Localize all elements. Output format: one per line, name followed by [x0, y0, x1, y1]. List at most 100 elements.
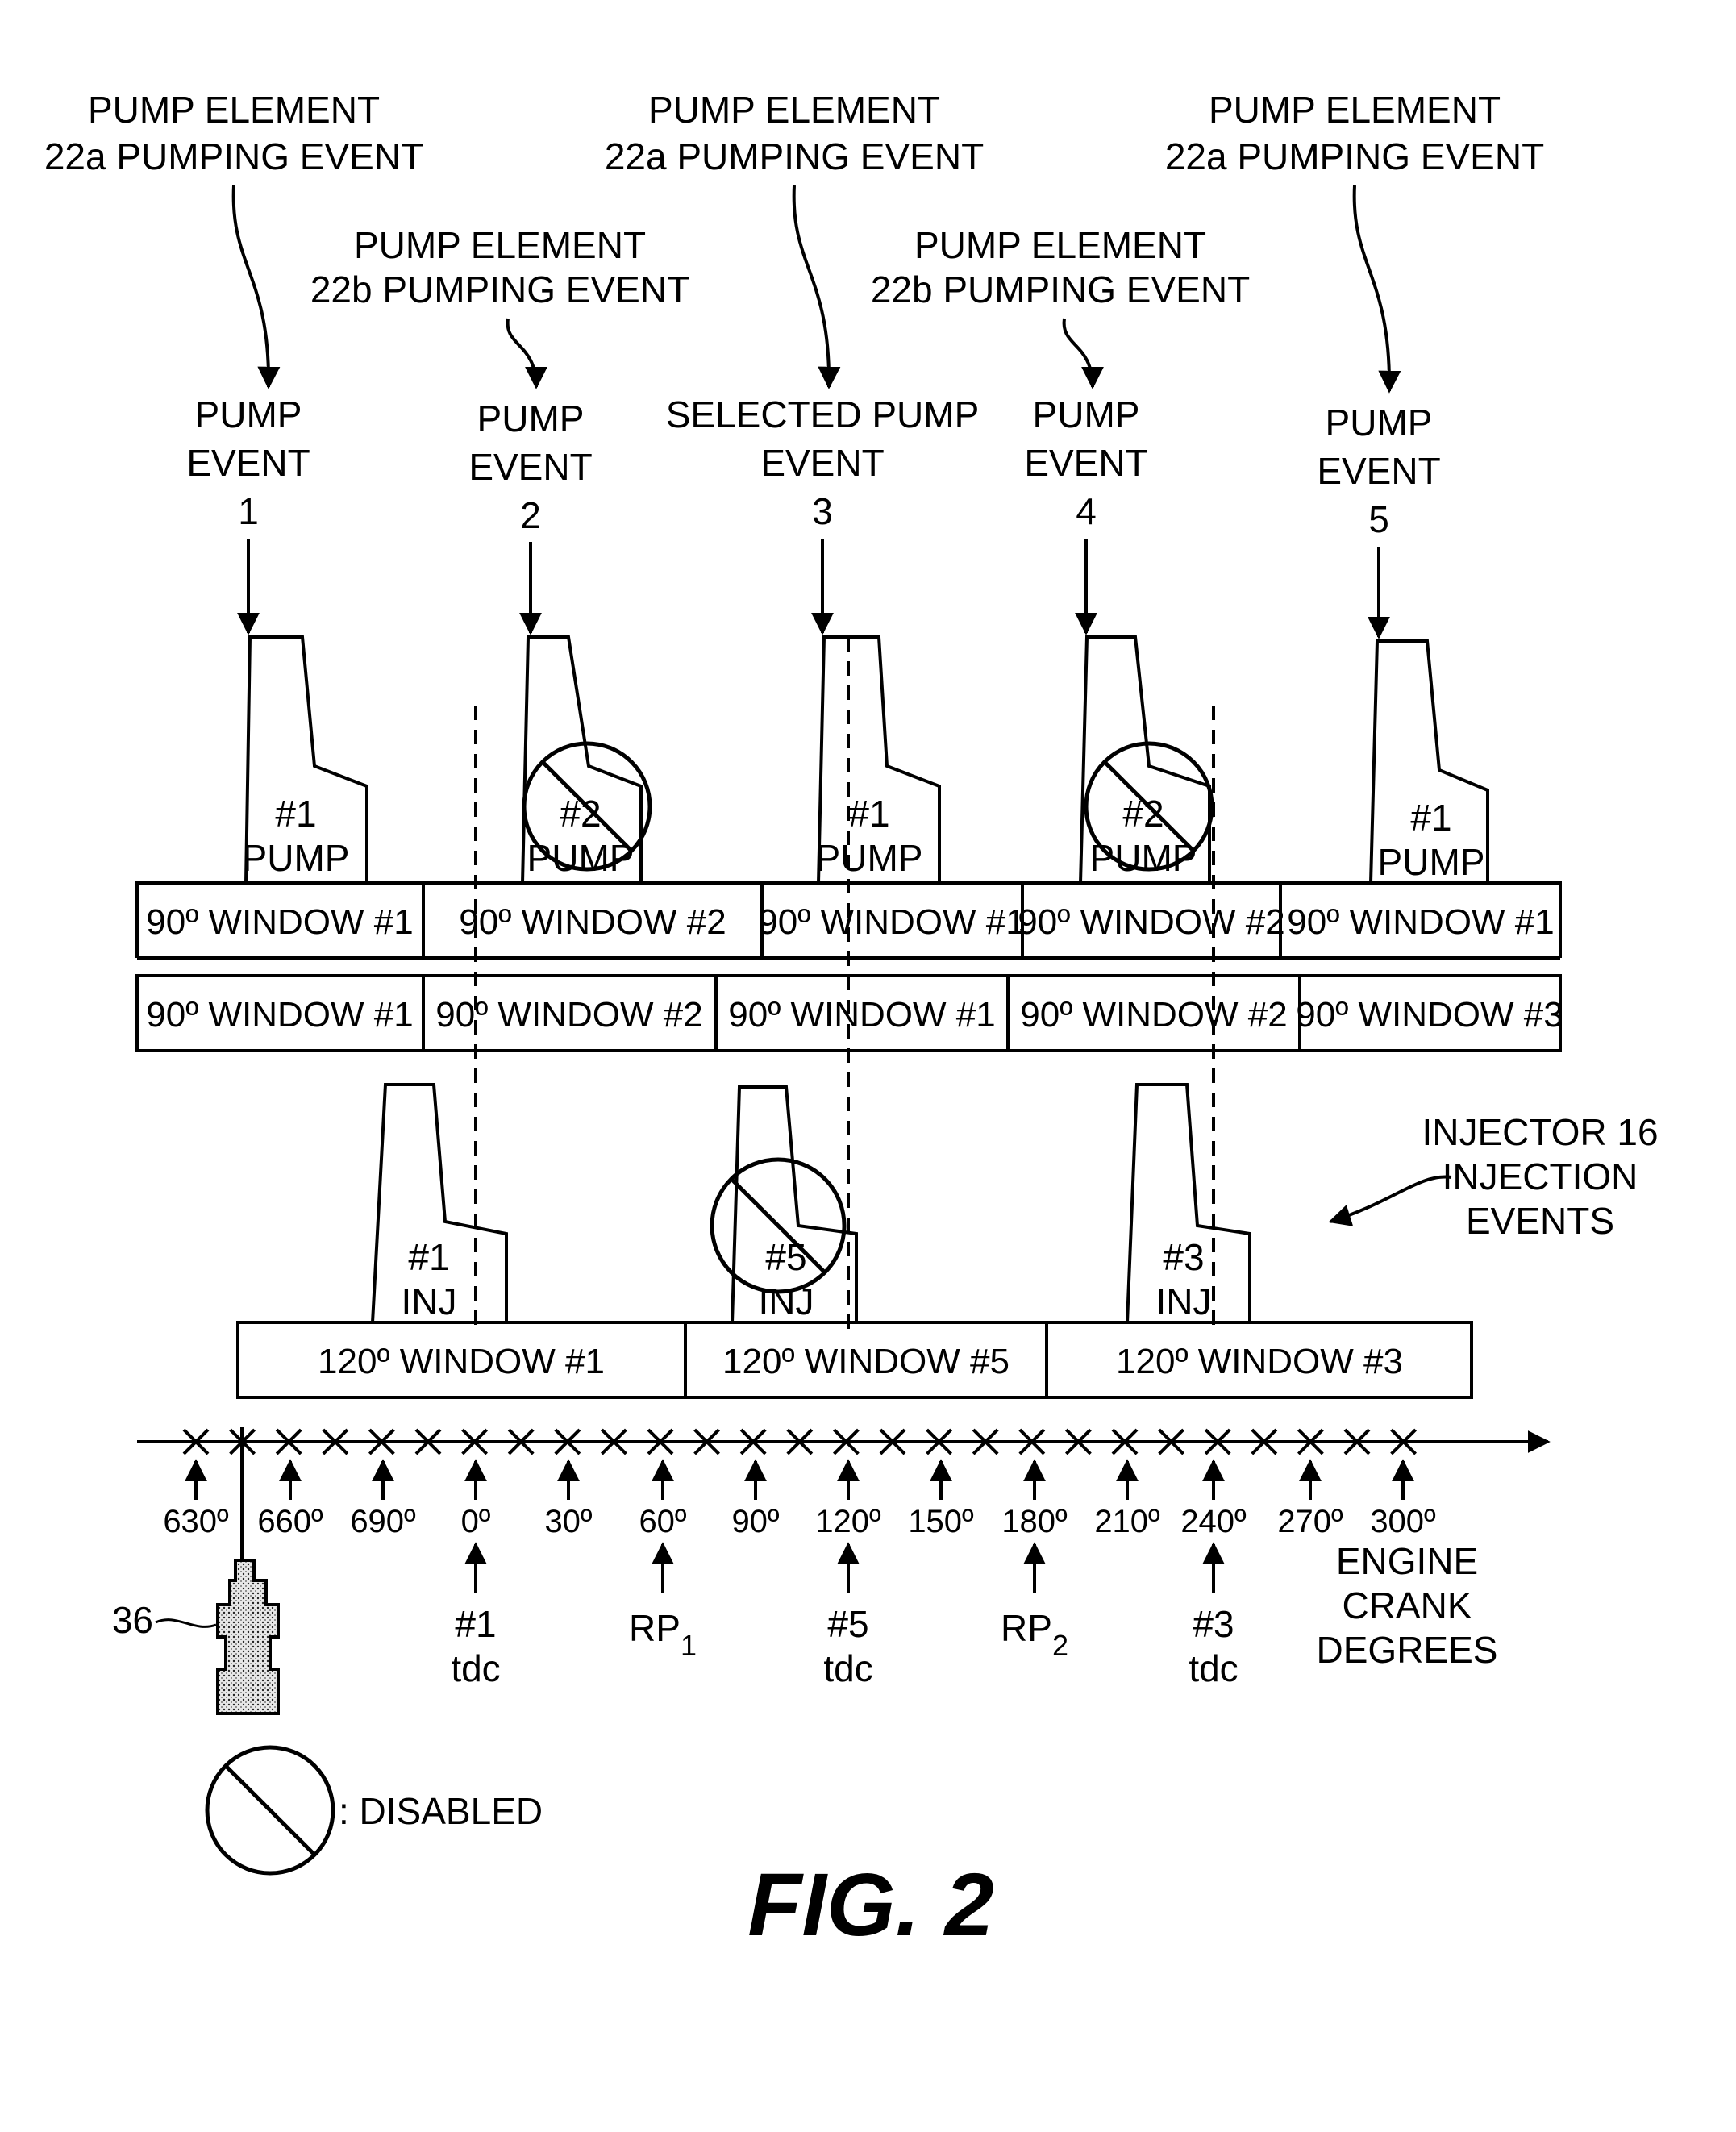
crank-tick-90: 90º: [731, 1504, 779, 1539]
crank-tick-690: 690º: [350, 1504, 416, 1539]
crank-tick-180: 180º: [1001, 1504, 1068, 1539]
axis-event-1-line1: #1: [455, 1603, 496, 1645]
window-row-3-cell-3: 120º WINDOW #3: [1116, 1342, 1403, 1381]
crank-tick-120: 120º: [815, 1504, 881, 1539]
pump-event-5-line2: EVENT: [1317, 450, 1440, 492]
crank-tick-30: 30º: [544, 1504, 592, 1539]
injector-label: INJECTOR 16 INJECTION EVENTS: [1422, 1111, 1658, 1242]
window-row-1-cell-1: 90º WINDOW #1: [146, 902, 413, 942]
pump-event-3-line1: SELECTED PUMP: [666, 394, 980, 435]
injector-label-line3: EVENTS: [1466, 1200, 1614, 1242]
axis-event-3-line2: tdc: [1189, 1647, 1238, 1689]
pump-element-label-3-line2: 22a PUMPING EVENT: [605, 135, 984, 177]
axis-event-rp1-main: RP: [629, 1607, 681, 1649]
axis-event-arrows: [476, 1544, 1214, 1593]
pump-event-2-line2: EVENT: [468, 446, 592, 488]
injection-pulse-2-line1: #5: [765, 1236, 806, 1278]
pump-element-label-5-line2: 22a PUMPING EVENT: [1165, 135, 1544, 177]
sensor-ref-label: 36: [112, 1599, 153, 1641]
crank-tick-270: 270º: [1277, 1504, 1343, 1539]
pump-element-label-2-line1: PUMP ELEMENT: [354, 224, 646, 266]
axis-title-line1: ENGINE: [1336, 1540, 1478, 1582]
window-row-2-cell-4: 90º WINDOW #2: [1020, 995, 1287, 1035]
crank-tick-210: 210º: [1094, 1504, 1160, 1539]
pump-pulse-5-line2: PUMP: [1378, 841, 1485, 883]
connector-arrow-5: [1355, 185, 1389, 391]
crank-tick-630: 630º: [163, 1504, 229, 1539]
axis-event-rp2: RP2: [1001, 1607, 1068, 1662]
pump-event-2-number: 2: [520, 494, 541, 536]
pump-pulse-1-line2: PUMP: [243, 837, 350, 879]
axis-event-5-line2: tdc: [823, 1647, 872, 1689]
pump-element-label-4-line2: 22b PUMPING EVENT: [871, 269, 1250, 310]
axis-event-rp1-sub: 1: [681, 1629, 697, 1662]
pump-event-3-line2: EVENT: [760, 442, 884, 484]
pump-element-label-1-line1: PUMP ELEMENT: [88, 89, 380, 131]
injector-label-arrow: [1330, 1177, 1451, 1222]
injection-pulse-1-line1: #1: [408, 1236, 449, 1278]
window-row-1-cell-4: 90º WINDOW #2: [1018, 902, 1284, 942]
pump-pulse-3-line1: #1: [848, 793, 889, 835]
pump-element-label-5-line1: PUMP ELEMENT: [1209, 89, 1501, 131]
pump-event-arrows: [248, 539, 1379, 637]
crank-tick-660: 660º: [257, 1504, 323, 1539]
pump-event-1-line1: PUMP: [195, 394, 302, 435]
injector-label-line2: INJECTION: [1443, 1156, 1638, 1197]
sensor-36: [218, 1560, 278, 1714]
legend-disabled-symbol: [207, 1747, 333, 1873]
window-row-3-cell-1: 120º WINDOW #1: [318, 1342, 605, 1381]
axis-event-labels: #1 tdc RP1 #5 tdc RP2 #3 tdc: [451, 1603, 1238, 1689]
crank-tick-300: 300º: [1370, 1504, 1436, 1539]
window-row-3-cell-2: 120º WINDOW #5: [722, 1342, 1010, 1381]
window-row-1-cell-2: 90º WINDOW #2: [459, 902, 726, 942]
window-row-1-cell-3: 90º WINDOW #1: [758, 902, 1025, 942]
pump-pulse-4-line2: PUMP: [1090, 837, 1197, 879]
injection-pulse-3-line2: INJ: [1156, 1280, 1212, 1322]
pump-event-labels: PUMP EVENT 1 PUMP EVENT 2 SELECTED PUMP …: [186, 394, 1440, 540]
window-row-2-cell-1: 90º WINDOW #1: [146, 995, 413, 1035]
window-row-2-cell-5: 90º WINDOW #3: [1296, 995, 1563, 1035]
axis-title-line2: CRANK: [1342, 1584, 1472, 1626]
pump-element-label-3-line1: PUMP ELEMENT: [648, 89, 940, 131]
crank-tick-labels: 630º 660º 690º 0º 30º 60º 90º 120º 150º …: [163, 1504, 1436, 1539]
connector-arrow-1: [234, 185, 269, 387]
legend-disabled-text: : DISABLED: [339, 1790, 543, 1832]
pump-event-5-line1: PUMP: [1326, 402, 1433, 443]
injection-pulse-3-line1: #3: [1163, 1236, 1204, 1278]
pump-pulse-labels: #1 PUMP #2 PUMP #1 PUMP #2 PUMP #1 PUMP: [243, 793, 1485, 883]
window-row-2-labels: 90º WINDOW #1 90º WINDOW #2 90º WINDOW #…: [146, 995, 1563, 1035]
pump-event-1-line2: EVENT: [186, 442, 310, 484]
axis-event-rp2-main: RP: [1001, 1607, 1052, 1649]
pump-pulse-1-line1: #1: [275, 793, 316, 835]
pump-event-2-line1: PUMP: [477, 398, 585, 439]
pump-event-1-number: 1: [238, 490, 259, 532]
axis-event-5-line1: #5: [827, 1603, 868, 1645]
crank-tick-arrows: [196, 1461, 1403, 1500]
pump-event-5-number: 5: [1368, 498, 1389, 540]
axis-event-rp2-sub: 2: [1052, 1629, 1068, 1662]
connector-arrow-3: [794, 185, 829, 387]
axis-event-3-line1: #3: [1193, 1603, 1234, 1645]
crank-tick-60: 60º: [639, 1504, 686, 1539]
pump-element-label-4-line1: PUMP ELEMENT: [914, 224, 1206, 266]
axis-title: ENGINE CRANK DEGREES: [1317, 1540, 1498, 1671]
injection-pulse-labels: #1 INJ #5 INJ #3 INJ: [402, 1236, 1212, 1322]
pump-pulse-5-line1: #1: [1410, 797, 1451, 839]
pump-element-label-2-line2: 22b PUMPING EVENT: [310, 269, 689, 310]
sensor-leader-line: [156, 1620, 216, 1627]
injector-label-line1: INJECTOR 16: [1422, 1111, 1658, 1153]
pump-pulse-2-line2: PUMP: [527, 837, 635, 879]
axis-title-line3: DEGREES: [1317, 1629, 1498, 1671]
crank-tick-0: 0º: [461, 1504, 491, 1539]
window-row-1-cell-5: 90º WINDOW #1: [1287, 902, 1554, 942]
crank-tick-240: 240º: [1180, 1504, 1247, 1539]
crank-tick-150: 150º: [908, 1504, 974, 1539]
window-row-2-cell-3: 90º WINDOW #1: [728, 995, 995, 1035]
pump-event-3-number: 3: [812, 490, 833, 532]
window-row-3-labels: 120º WINDOW #1 120º WINDOW #5 120º WINDO…: [318, 1342, 1403, 1381]
injection-pulse-1-line2: INJ: [402, 1280, 457, 1322]
pump-event-4-line2: EVENT: [1024, 442, 1147, 484]
axis-event-1-line2: tdc: [451, 1647, 500, 1689]
pump-event-4-line1: PUMP: [1033, 394, 1140, 435]
